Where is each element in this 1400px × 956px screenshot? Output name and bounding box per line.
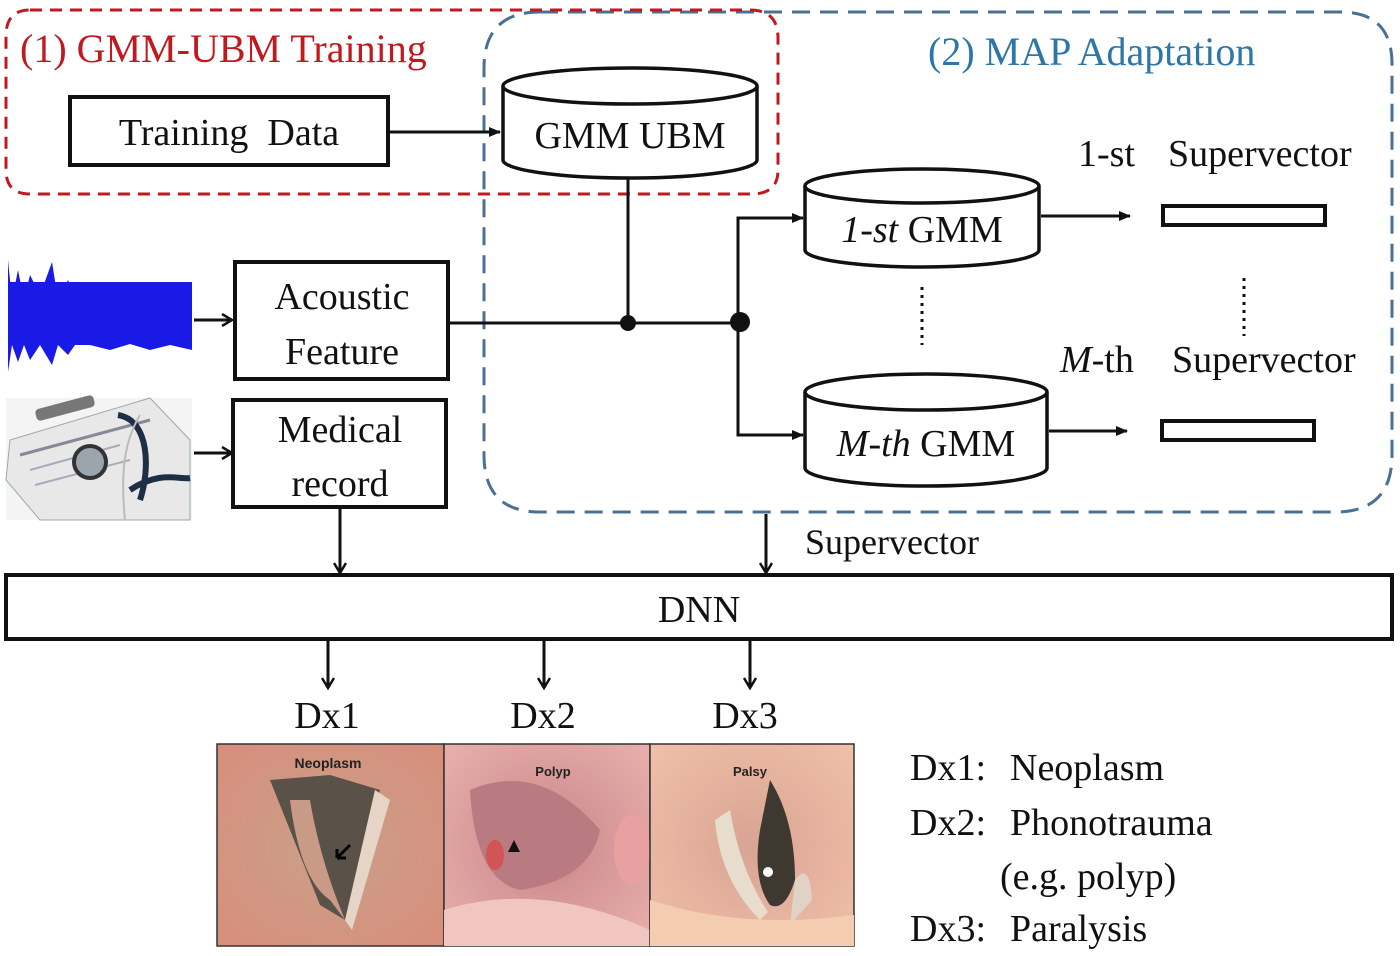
mth-supervector-label: Supervector bbox=[1172, 339, 1356, 381]
dnn-label: DNN bbox=[658, 589, 740, 631]
dx1-label: Dx1 bbox=[294, 695, 359, 737]
polyp-caption: Polyp bbox=[535, 764, 570, 779]
mth-supervector-bar bbox=[1160, 419, 1316, 442]
junction-dot-ubm bbox=[620, 315, 636, 331]
junction-dot-split bbox=[730, 312, 750, 332]
1st-gmm-label-rest: GMM bbox=[898, 209, 1003, 251]
1st-gmm-label-italic: 1-st bbox=[841, 209, 899, 251]
mth-gmm-label: M-th GMM bbox=[836, 423, 1015, 465]
legend-value-dx1: Neoplasm bbox=[1010, 747, 1164, 789]
gmm-ubm-training-title: (1) GMM-UBM Training bbox=[20, 26, 427, 71]
arrow-to-mth-gmm bbox=[736, 322, 804, 440]
gmm-ubm-cylinder bbox=[501, 66, 759, 180]
laryngoscopy-image-palsy: Palsy bbox=[649, 743, 855, 947]
audio-waveform-icon bbox=[8, 260, 192, 372]
1st-gmm-cylinder bbox=[803, 167, 1041, 269]
supervector-output-label: Supervector bbox=[805, 522, 979, 562]
mth-supervector-prefix: M-th bbox=[1059, 339, 1134, 381]
dnn-box bbox=[4, 573, 1394, 641]
laryngoscopy-image-polyp: Polyp bbox=[443, 743, 651, 947]
legend-key-dx1: Dx1: bbox=[910, 747, 986, 789]
acoustic-feature-box bbox=[233, 260, 450, 381]
medical-record-label-line2: record bbox=[291, 463, 388, 505]
map-adaptation-title: (2) MAP Adaptation bbox=[928, 29, 1255, 74]
medical-record-box bbox=[231, 398, 448, 509]
legend-value-dx2-example: (e.g. polyp) bbox=[1000, 856, 1176, 898]
dx3-label: Dx3 bbox=[712, 695, 777, 737]
arrow-to-1st-gmm bbox=[736, 213, 804, 322]
mth-gmm-label-italic: M-th bbox=[836, 423, 911, 465]
neoplasm-caption: Neoplasm bbox=[295, 755, 362, 771]
palsy-caption: Palsy bbox=[733, 764, 768, 779]
medical-record-icon bbox=[5, 395, 192, 521]
map-adaptation-group bbox=[482, 10, 1394, 514]
dx2-label: Dx2 bbox=[510, 695, 575, 737]
legend-key-dx2: Dx2: bbox=[910, 802, 986, 844]
1st-supervector-bar bbox=[1161, 204, 1327, 227]
1st-supervector-prefix: 1-st bbox=[1078, 133, 1135, 175]
1st-gmm-label: 1-st GMM bbox=[841, 209, 1003, 251]
gmm-ubm-label: GMM UBM bbox=[534, 115, 725, 157]
legend-value-dx3: Paralysis bbox=[1010, 908, 1147, 950]
diagnosis-legend: Dx1: Neoplasm Dx2: Phonotrauma (e.g. pol… bbox=[910, 747, 1213, 950]
mth-supervector-prefix-italic: M bbox=[1059, 339, 1094, 381]
mth-gmm-cylinder bbox=[803, 372, 1049, 488]
legend-key-dx3: Dx3: bbox=[910, 908, 986, 950]
legend-value-dx2: Phonotrauma bbox=[1010, 802, 1213, 844]
mth-supervector-prefix-rest: -th bbox=[1092, 339, 1134, 381]
1st-supervector-label: Supervector bbox=[1168, 133, 1352, 175]
training-data-box bbox=[68, 95, 390, 167]
acoustic-feature-label-line1: Acoustic bbox=[274, 276, 409, 318]
training-data-label: Training Data bbox=[119, 112, 339, 154]
gmm-ubm-training-group bbox=[4, 8, 780, 196]
acoustic-feature-label-line2: Feature bbox=[285, 331, 399, 373]
laryngoscopy-image-neoplasm: Neoplasm bbox=[216, 743, 445, 947]
medical-record-label-line1: Medical bbox=[278, 409, 403, 451]
mth-gmm-label-rest: GMM bbox=[911, 423, 1016, 465]
